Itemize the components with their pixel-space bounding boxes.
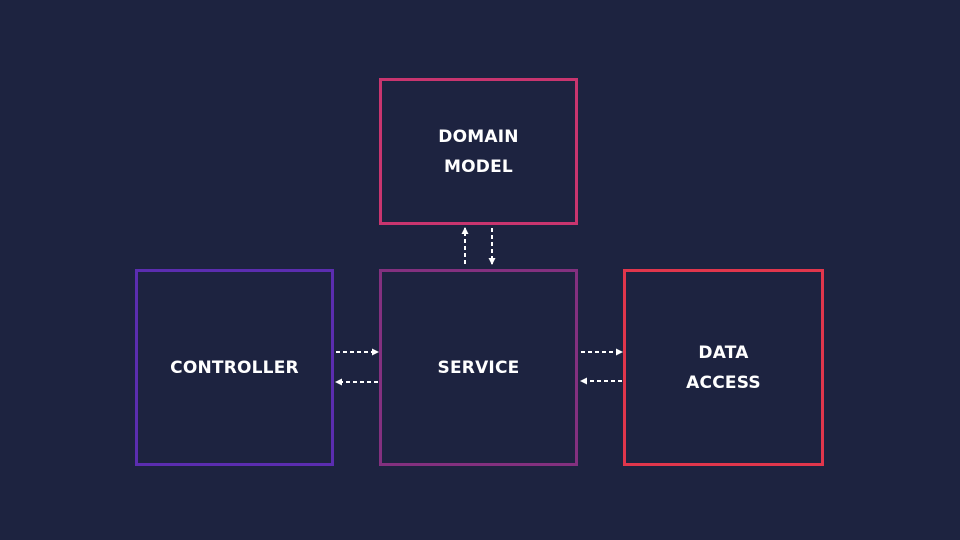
domain-model-label: DOMAIN MODEL [438, 126, 519, 177]
service-label: SERVICE [437, 357, 520, 378]
service-box: SERVICE [379, 269, 578, 466]
controller-box: CONTROLLER [135, 269, 334, 466]
domain-model-box: DOMAIN MODEL [379, 78, 578, 225]
data-access-label: DATA ACCESS [686, 342, 761, 393]
controller-label: CONTROLLER [170, 357, 299, 378]
data-access-box: DATA ACCESS [623, 269, 824, 466]
